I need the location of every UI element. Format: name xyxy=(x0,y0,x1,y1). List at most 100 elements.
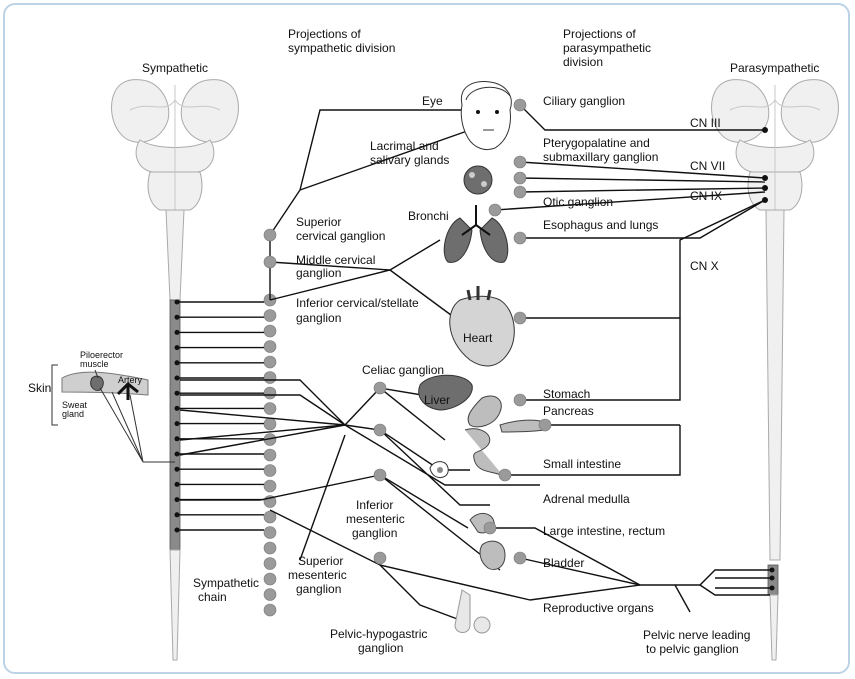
superior-cervical-ganglion xyxy=(264,229,276,241)
proj-symp-line2: sympathetic division xyxy=(288,41,395,55)
chain-ganglion xyxy=(264,403,276,415)
label-pterygo-1: Pterygopalatine and xyxy=(543,136,650,150)
sympathetic-chain xyxy=(264,294,276,616)
cord-junction-dot xyxy=(175,497,180,502)
chain-ganglion xyxy=(264,387,276,399)
label-otic: Otic ganglion xyxy=(543,195,613,209)
proj-para-line1: Projections of xyxy=(563,27,636,41)
label-reproductive: Reproductive organs xyxy=(543,601,654,615)
label-inf-mes-2: mesenteric xyxy=(346,512,405,526)
chain-ganglion xyxy=(264,542,276,554)
label-heart: Heart xyxy=(463,331,493,345)
large-intestine-ganglion xyxy=(484,522,496,534)
chain-ganglion xyxy=(264,573,276,585)
sympathetic-title: Sympathetic xyxy=(142,61,208,75)
label-pelvic-hyp-1: Pelvic-hypogastric xyxy=(330,627,427,641)
chain-ganglion xyxy=(264,604,276,616)
heart-ganglion xyxy=(514,312,526,324)
right-brain-spinal-cord xyxy=(712,80,839,660)
cord-junction-dot xyxy=(175,482,180,487)
label-cn9: CN IX xyxy=(690,189,722,203)
label-sup-mes-2: mesenteric xyxy=(288,568,347,582)
label-inf-mes-3: ganglion xyxy=(352,526,397,540)
label-inf-cerv-2: ganglion xyxy=(296,311,341,325)
label-pelvic-hyp-2: ganglion xyxy=(358,641,403,655)
label-lacrimal-1: Lacrimal and xyxy=(370,139,439,153)
label-ciliary: Ciliary ganglion xyxy=(543,94,625,108)
cord-junction-dot xyxy=(175,391,180,396)
label-cn3: CN III xyxy=(690,116,721,130)
chain-ganglion xyxy=(264,589,276,601)
chain-ganglion xyxy=(264,418,276,430)
cord-junction-dot xyxy=(175,512,180,517)
label-sup-mes-1: Superior xyxy=(298,554,343,568)
heart-icon xyxy=(450,286,515,366)
cord-junction-dot xyxy=(175,421,180,426)
cord-junction-dot xyxy=(175,345,180,350)
sweat-line2: gland xyxy=(62,409,84,419)
piloerector-line2: muscle xyxy=(80,359,109,369)
chain-ganglion xyxy=(264,325,276,337)
reproductive-organs-icon xyxy=(455,590,490,633)
label-chain-2: chain xyxy=(198,590,227,604)
label-sup-cerv-2: cervical ganglion xyxy=(296,229,385,243)
cord-junction-dot xyxy=(175,452,180,457)
skin-label: Skin xyxy=(28,381,51,395)
label-chain-1: Sympathetic xyxy=(193,576,259,590)
small-intestine-ganglion xyxy=(499,469,511,481)
parasympathetic-title: Parasympathetic xyxy=(730,61,819,75)
label-celiac: Celiac ganglion xyxy=(362,363,444,377)
label-pelvic-nerve-2: to pelvic ganglion xyxy=(646,642,739,656)
cord-junction-dot xyxy=(175,467,180,472)
label-cn10: CN X xyxy=(690,259,719,273)
label-bronchi: Bronchi xyxy=(408,209,449,223)
artery-label: Artery xyxy=(118,375,143,385)
adrenal-icon xyxy=(430,462,448,478)
ciliary-ganglion xyxy=(514,99,526,111)
bladder-icon xyxy=(480,541,505,569)
chain-ganglion xyxy=(264,480,276,492)
middle-cervical-ganglion xyxy=(264,256,276,268)
skin-inset: Skin Piloerector muscle Artery Sweat gla… xyxy=(28,350,175,462)
label-small-intestine: Small intestine xyxy=(543,457,621,471)
cord-junction-dot xyxy=(175,360,180,365)
stomach-ganglion xyxy=(514,394,526,406)
celiac-ganglion-2 xyxy=(374,424,386,436)
label-pterygo-2: submaxillary ganglion xyxy=(543,150,658,164)
small-intestine-icon xyxy=(465,429,505,478)
label-stomach: Stomach xyxy=(543,387,590,401)
chain-ganglion xyxy=(264,527,276,539)
inferior-mesenteric-ganglion xyxy=(374,469,386,481)
label-inf-mes-1: Inferior xyxy=(356,498,393,512)
chain-ganglion xyxy=(264,310,276,322)
cord-junction-dot xyxy=(175,406,180,411)
sweat-gland-icon xyxy=(91,376,104,390)
otic-ganglion xyxy=(514,186,526,198)
chain-ganglion xyxy=(264,449,276,461)
label-pelvic-nerve-1: Pelvic nerve leading xyxy=(643,628,750,642)
pelvic-hypogastric-ganglion xyxy=(374,552,386,564)
chain-ganglion xyxy=(264,356,276,368)
submaxillary-ganglion xyxy=(514,172,526,184)
label-esophagus: Esophagus and lungs xyxy=(543,218,658,232)
label-bladder: Bladder xyxy=(543,556,584,570)
label-cn7: CN VII xyxy=(690,159,725,173)
label-sup-mes-3: ganglion xyxy=(296,582,341,596)
celiac-ganglion xyxy=(374,382,386,394)
label-inf-cerv-1: Inferior cervical/stellate xyxy=(296,296,419,310)
cord-junction-dot xyxy=(175,436,180,441)
label-large-intestine: Large intestine, rectum xyxy=(543,524,665,538)
cord-junction-dot xyxy=(175,300,180,305)
label-liver: Liver xyxy=(424,393,450,407)
label-mid-cerv-2: ganglion xyxy=(296,266,341,280)
chain-ganglion xyxy=(264,558,276,570)
left-brain-spinal-cord xyxy=(112,80,239,660)
proj-symp-line1: Projections of xyxy=(288,27,361,41)
cord-junction-dot xyxy=(175,330,180,335)
label-eye: Eye xyxy=(422,94,443,108)
salivary-gland-icon xyxy=(464,166,492,194)
cord-junction-dot xyxy=(175,528,180,533)
chain-ganglion xyxy=(264,341,276,353)
bronchi-ganglion xyxy=(489,204,501,216)
